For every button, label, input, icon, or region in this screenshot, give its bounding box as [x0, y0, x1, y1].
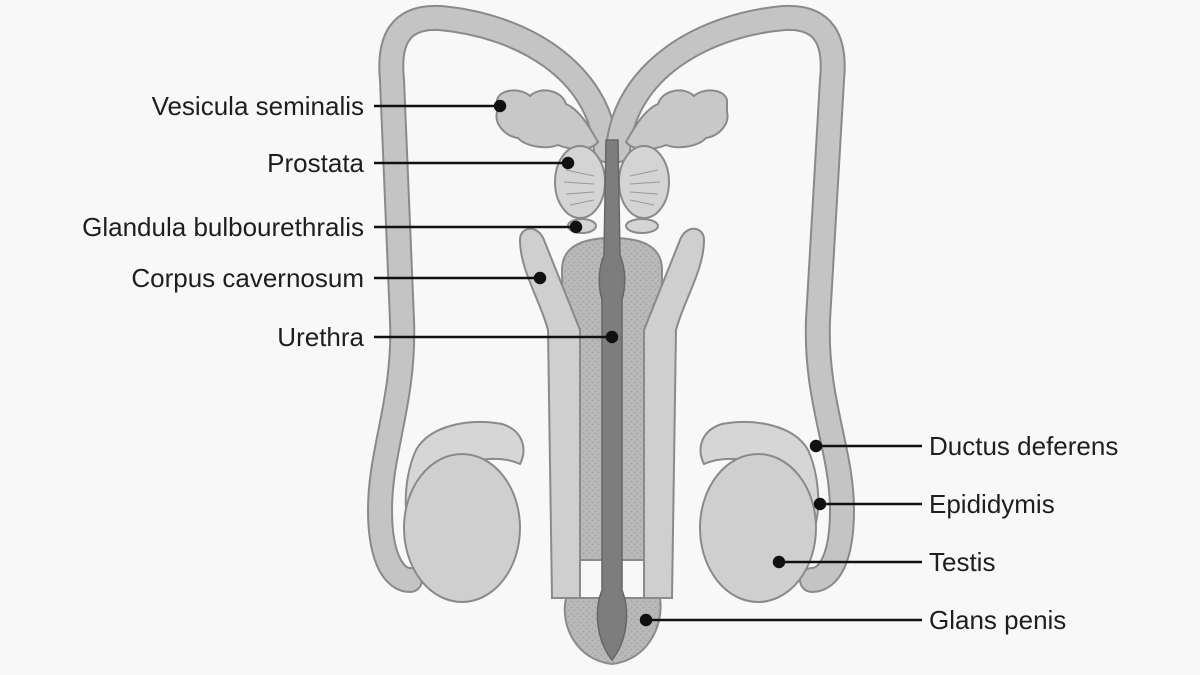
- label-urethra: Urethra: [277, 322, 364, 352]
- urethra-shape: [596, 139, 628, 662]
- label-testis: Testis: [929, 547, 996, 577]
- label-vesicula-seminalis: Vesicula seminalis: [151, 91, 364, 121]
- label-corpus-cavernosum: Corpus cavernosum: [131, 263, 364, 293]
- label-epididymis: Epididymis: [929, 489, 1055, 519]
- prostata-right-shape: [618, 145, 670, 219]
- testis-right-shape: [699, 453, 817, 603]
- label-ductus-deferens: Ductus deferens: [929, 431, 1119, 461]
- bulbourethral-right-shape: [625, 218, 659, 234]
- testis-left-shape: [403, 453, 521, 603]
- label-glandula-bulbourethralis: Glandula bulbourethralis: [82, 212, 364, 242]
- label-glans-penis: Glans penis: [929, 605, 1067, 635]
- prostata-striation: [563, 169, 661, 206]
- vesicula-seminalis-left-shape: [495, 89, 600, 151]
- corpus-cavernosum-left-shape: [518, 227, 581, 599]
- vesicula-seminalis-right-shape: [624, 89, 729, 151]
- label-prostata: Prostata: [267, 148, 364, 178]
- corpus-cavernosum-right-shape: [643, 227, 706, 599]
- prostata-left-shape: [554, 145, 606, 219]
